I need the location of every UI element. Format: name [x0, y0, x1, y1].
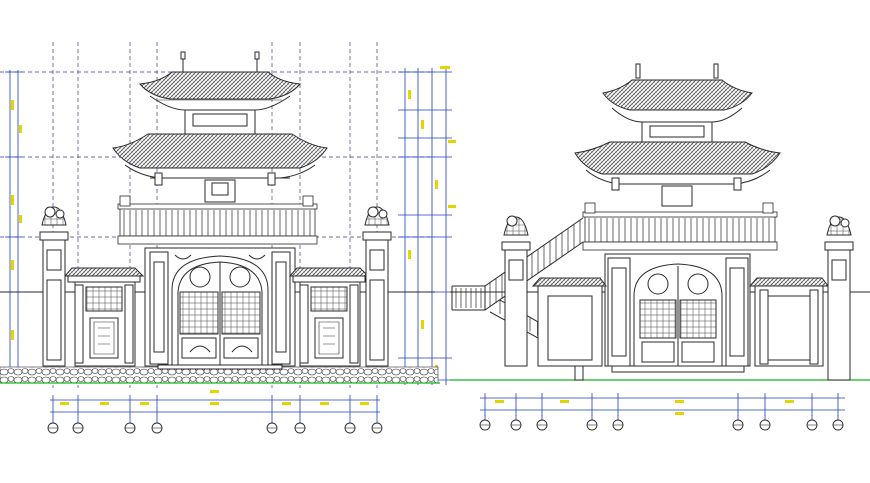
- axis-bubbles-front: [47, 418, 383, 434]
- pillar-right-view-right: [824, 215, 854, 381]
- side-wall-right-right-view: [748, 277, 829, 367]
- axis-bubbles-side: [479, 415, 844, 431]
- side-elevation: [450, 63, 870, 431]
- pillar-right: [362, 206, 392, 367]
- side-wall-right: [288, 267, 370, 367]
- dimension-chain-right: [398, 68, 452, 385]
- side-wall-left-right-view: [531, 277, 607, 367]
- main-gate: [144, 247, 296, 370]
- dimension-chain-bottom: [50, 395, 380, 418]
- side-wall-left: [63, 267, 145, 367]
- dimension-text-marks-bottom: [60, 390, 369, 405]
- front-elevation: [0, 42, 456, 434]
- dimension-text-marks-bottom-right: [495, 400, 794, 415]
- upper-roof: [139, 51, 301, 135]
- lower-roof-right: [574, 141, 781, 207]
- pillar-right-view-left: [501, 215, 531, 367]
- dimension-chain-bottom-right: [480, 393, 845, 416]
- main-gate-right: [604, 253, 751, 373]
- lower-roof: [112, 133, 328, 203]
- upper-roof-right: [602, 63, 753, 145]
- dimension-text-marks: [11, 100, 22, 340]
- pillar-left: [39, 206, 69, 367]
- balcony-balustrade-right: [582, 202, 778, 251]
- balcony-balustrade: [117, 195, 318, 245]
